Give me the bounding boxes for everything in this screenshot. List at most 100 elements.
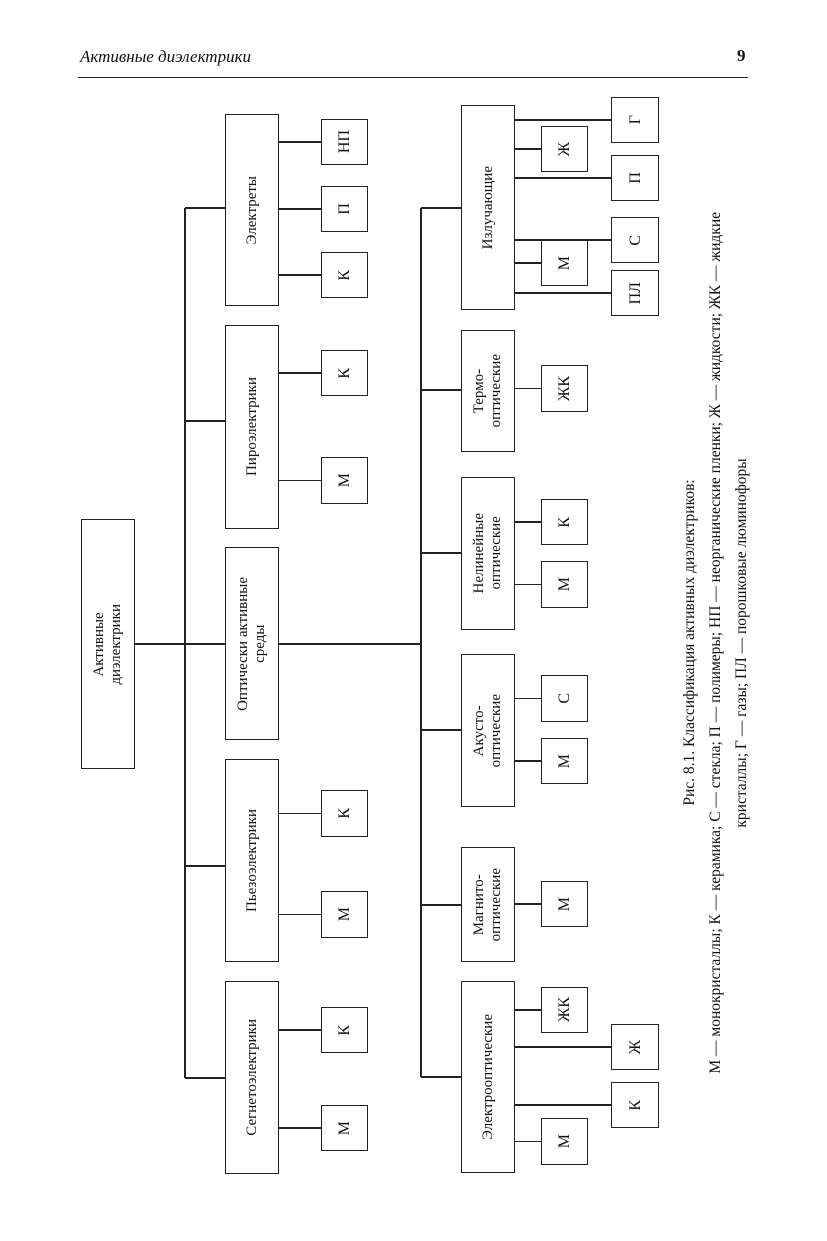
connector-line [515,387,541,390]
material-box: К [321,790,368,837]
branch-box-label: Пьезоэлектрики [243,808,260,912]
material-box: К [321,350,368,396]
branch-box-label: Оптически активные среды [235,576,268,711]
connector-line [515,521,541,523]
branch-box-label: Электреты [243,175,260,245]
material-box: М [321,1105,368,1151]
root-box-label: Активные диэлектрики [91,603,124,685]
material-box-label: М [336,473,353,488]
connector-line [421,1076,461,1078]
connector-line [185,865,225,867]
connector-line [279,913,321,916]
material-box: Ж [611,1024,659,1070]
figure-caption: Рис. 8.1. Классификация активных диэлект… [676,100,756,1185]
material-box-label: К [626,1099,644,1111]
material-box: К [541,499,588,545]
connector-line [515,119,611,121]
material-box-label: С [556,693,573,704]
connector-line [185,420,225,422]
connector-line [515,1104,611,1106]
caption-title: Рис. 8.1. Классификация активных диэлект… [681,479,698,806]
material-box: Ж [541,126,588,172]
connector-line [279,1127,321,1129]
material-box: М [541,561,588,608]
connector-line [185,643,225,645]
material-box-label: НП [336,130,353,154]
material-box: М [321,891,368,938]
connector-line [515,1046,611,1048]
connector-line [279,479,321,482]
material-box-label: П [336,203,353,215]
connector-line [185,207,225,209]
connector-line [421,389,461,391]
material-box: М [541,738,588,784]
connector-line [279,141,321,143]
connector-line [135,643,225,645]
branch-box: Пироэлектрики [225,325,279,529]
branch-box-label: Пироэлектрики [243,377,260,477]
material-box-label: П [626,172,644,184]
material-box: П [611,155,659,201]
material-box-label: М [336,1120,353,1136]
material-box: М [541,1118,588,1165]
material-box-label: М [556,577,573,592]
material-box: К [321,1007,368,1053]
material-box-label: М [556,896,573,912]
connector-line [515,760,541,762]
material-box-label: М [336,907,353,922]
material-box-label: М [556,1134,573,1149]
optical-branch-box: Акусто- оптические [461,654,515,807]
optical-branch-box: Излучающие [461,105,515,310]
optical-branch-box-label: Нелинейные оптические [471,513,504,594]
material-box: ЖК [541,365,588,412]
connector-line [279,274,321,276]
connector-line [279,812,321,815]
branch-box: Сегнетоэлектрики [225,981,279,1174]
caption-legend-line-2: кристаллы; Г — газы; ПЛ — порошковые люм… [733,457,750,828]
material-box-label: К [556,516,573,528]
material-box-label: Г [626,115,644,125]
page-number: 9 [737,46,746,65]
material-box: П [321,186,368,232]
optical-branch-box: Нелинейные оптические [461,477,515,630]
connector-line [421,207,461,209]
optical-branch-box: Магнито- оптические [461,847,515,962]
material-box-label: К [336,1024,353,1036]
optical-branch-box: Электрооптические [461,981,515,1173]
root-box: Активные диэлектрики [81,519,135,769]
trunk-line [184,208,186,1078]
optical-branch-box-label: Магнито- оптические [471,867,504,942]
material-box-label: ПЛ [626,281,644,305]
connector-line [515,148,541,150]
material-box-label: М [556,255,573,271]
material-box-label: Ж [556,141,573,157]
material-box-label: М [556,753,573,769]
material-box: М [321,457,368,504]
material-box: С [541,675,588,722]
optical-branch-box-label: Излучающие [479,165,496,250]
connector-line [515,903,541,905]
material-box-label: С [626,234,644,246]
material-box-label: ЖК [556,997,573,1023]
material-box-label: ЖК [556,375,573,401]
material-box-label: К [336,367,353,379]
material-box: С [611,217,659,263]
connector-line [421,552,461,554]
material-box: ЖК [541,987,588,1033]
connector-line [515,1140,541,1143]
optical-branch-box-label: Термо- оптические [471,354,504,428]
connector-line [279,372,321,374]
connector-line [421,904,461,906]
branch-box: Оптически активные среды [225,547,279,740]
material-box-label: К [336,269,353,281]
header-rule [78,77,748,78]
connector-line [279,643,421,645]
connector-line [515,697,541,700]
connector-line [279,1029,321,1031]
branch-box: Электреты [225,114,279,306]
optical-branch-box-label: Электрооптические [479,1014,496,1140]
optical-branch-box-label: Акусто- оптические [471,693,504,768]
branch-box-label: Сегнетоэлектрики [243,1019,260,1136]
material-box: К [321,252,368,298]
material-box-label: К [336,808,353,819]
